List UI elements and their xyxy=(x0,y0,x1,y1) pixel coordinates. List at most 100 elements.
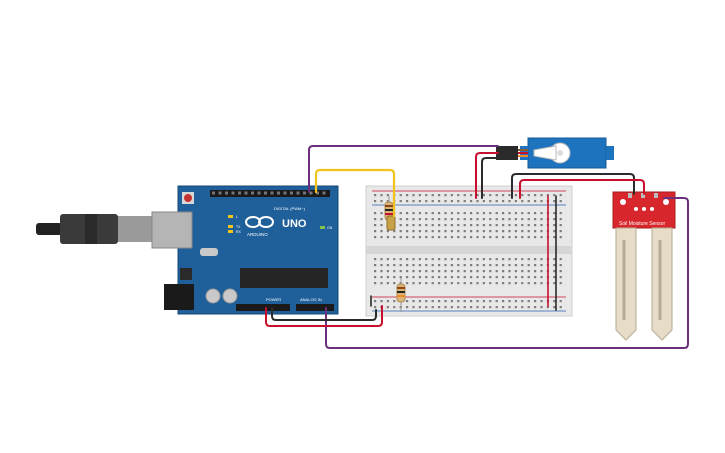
breadboard-hole xyxy=(463,300,466,303)
breadboard-hole xyxy=(489,300,492,303)
breadboard-hole xyxy=(489,212,492,215)
sensor-probe-right xyxy=(651,227,673,341)
servo-motor[interactable] xyxy=(496,137,614,169)
breadboard-hole xyxy=(540,300,543,303)
breadboard-hole xyxy=(380,218,383,221)
breadboard-hole xyxy=(470,306,473,309)
breadboard-hole xyxy=(495,218,498,221)
breadboard-hole xyxy=(476,224,479,227)
breadboard-hole xyxy=(406,236,409,239)
breadboard-hole xyxy=(438,224,441,227)
breadboard-hole xyxy=(559,230,562,233)
breadboard-hole xyxy=(559,270,562,273)
resistor-bottom[interactable] xyxy=(396,278,406,312)
breadboard-hole xyxy=(457,300,460,303)
breadboard-hole xyxy=(425,264,428,267)
breadboard-hole xyxy=(470,236,473,239)
analog-header-label: ANALOG IN xyxy=(300,297,322,302)
breadboard-hole xyxy=(431,300,434,303)
breadboard-hole xyxy=(476,200,479,203)
breadboard-hole xyxy=(444,270,447,273)
wire-black-ground[interactable] xyxy=(271,307,377,321)
breadboard-hole xyxy=(527,194,530,197)
breadboard-hole xyxy=(418,230,421,233)
breadboard-hole xyxy=(406,276,409,279)
breadboard-hole xyxy=(559,276,562,279)
breadboard-hole xyxy=(393,282,396,285)
breadboard-hole xyxy=(438,258,441,261)
breadboard-hole xyxy=(431,306,434,309)
breadboard-hole xyxy=(412,276,415,279)
reset-button[interactable] xyxy=(184,194,192,202)
breadboard-hole xyxy=(527,212,530,215)
breadboard-hole xyxy=(418,212,421,215)
wire-yellow[interactable] xyxy=(314,168,396,218)
soil-moisture-sensor[interactable]: Soil Moisture Sensor xyxy=(612,191,676,341)
breadboard-hole xyxy=(438,194,441,197)
wire-purple-servo[interactable] xyxy=(308,145,499,193)
breadboard-hole xyxy=(393,258,396,261)
header-pin xyxy=(244,191,248,195)
wire-black-servo[interactable] xyxy=(481,157,499,199)
breadboard-hole xyxy=(425,300,428,303)
breadboard-hole xyxy=(534,194,537,197)
breadboard-hole xyxy=(380,270,383,273)
breadboard-hole xyxy=(482,300,485,303)
breadboard-hole xyxy=(463,212,466,215)
arduino-uno-board[interactable]: UNO ARDUINO DIGITAL (PWM~) POWER ANALOG … xyxy=(151,185,339,315)
wire-red-sensor[interactable] xyxy=(519,179,645,199)
breadboard-hole xyxy=(521,270,524,273)
breadboard-hole xyxy=(412,230,415,233)
breadboard-hole xyxy=(380,264,383,267)
breadboard-hole xyxy=(412,218,415,221)
breadboard-hole xyxy=(412,200,415,203)
breadboard-hole xyxy=(553,264,556,267)
breadboard-hole xyxy=(393,230,396,233)
breadboard-hole xyxy=(476,212,479,215)
breadboard-hole xyxy=(553,258,556,261)
header-pin xyxy=(231,191,235,195)
breadboard-hole xyxy=(502,306,505,309)
breadboard-hole xyxy=(502,236,505,239)
component-yellow[interactable] xyxy=(386,215,396,231)
breadboard-hole xyxy=(374,200,377,203)
sensor-label: Soil Moisture Sensor xyxy=(619,221,665,227)
breadboard-hole xyxy=(457,306,460,309)
breadboard-hole xyxy=(412,212,415,215)
wire-red-servo[interactable] xyxy=(475,152,499,199)
breadboard-hole xyxy=(406,224,409,227)
breadboard-hole xyxy=(470,194,473,197)
breadboard-hole xyxy=(438,300,441,303)
breadboard-hole xyxy=(450,200,453,203)
breadboard-hole xyxy=(431,258,434,261)
breadboard-hole xyxy=(438,282,441,285)
breadboard-hole xyxy=(489,282,492,285)
breadboard-hole xyxy=(534,276,537,279)
breadboard-hole xyxy=(489,236,492,239)
breadboard-hole xyxy=(534,270,537,273)
breadboard-hole xyxy=(406,270,409,273)
wire-purple-sensor[interactable] xyxy=(325,197,689,349)
header-pin xyxy=(277,191,280,195)
breadboard-hole xyxy=(380,282,383,285)
header-pin xyxy=(303,191,306,195)
breadboard-hole xyxy=(495,224,498,227)
breadboard-hole xyxy=(540,282,543,285)
wire-black-sensor[interactable] xyxy=(511,173,635,199)
breadboard-hole xyxy=(380,276,383,279)
breadboard-hole xyxy=(431,276,434,279)
breadboard-hole xyxy=(425,218,428,221)
breadboard-hole xyxy=(386,300,389,303)
breadboard-hole xyxy=(470,224,473,227)
header-pin xyxy=(218,191,222,195)
breadboard-hole xyxy=(521,200,524,203)
wire-red-power[interactable] xyxy=(265,305,383,327)
breadboard-hole xyxy=(438,230,441,233)
breadboard-hole xyxy=(399,276,402,279)
breadboard-hole xyxy=(444,224,447,227)
breadboard-hole xyxy=(399,264,402,267)
digital-header-label: DIGITAL (PWM~) xyxy=(274,206,306,211)
breadboard-hole xyxy=(444,282,447,285)
breadboard-hole xyxy=(553,200,556,203)
breadboard-hole xyxy=(457,230,460,233)
